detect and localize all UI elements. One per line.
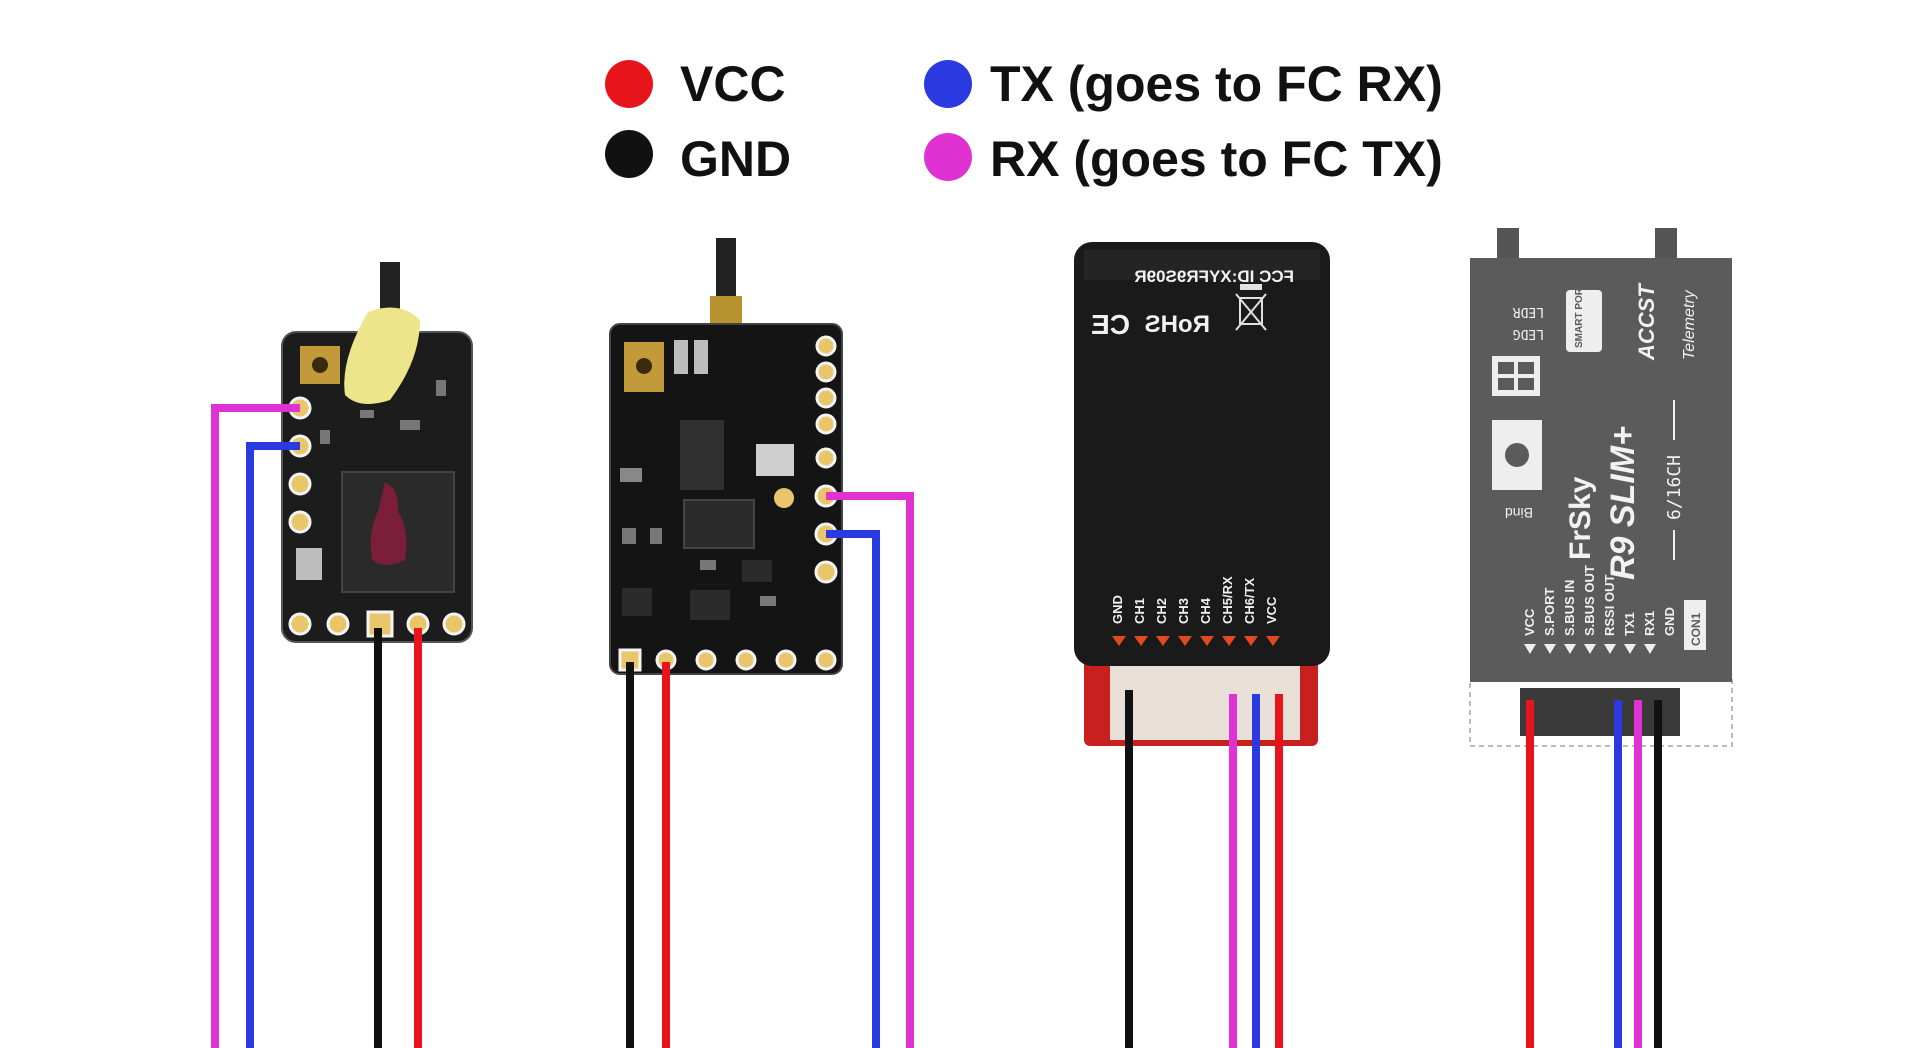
receiver-4-pin-label: S.BUS OUT — [1582, 565, 1597, 636]
rx-swatch-icon — [924, 133, 972, 181]
receiver-3-rohs: RoHS — [1145, 311, 1210, 338]
receiver-4: LEDR LEDG Bind SMART PORT FrSky R9 SLIM+ — [1469, 228, 1733, 1048]
vcc-swatch-icon — [605, 60, 653, 108]
receiver-4-pin-label: RX1 — [1642, 611, 1657, 636]
receiver-3-fcc-id: FCC ID:XYFR9S09R — [1134, 267, 1294, 286]
receiver-1-pad — [442, 612, 466, 636]
receiver-4-pin-arrows — [1524, 644, 1656, 654]
receiver-3-pin-label: CH5/RX — [1220, 576, 1235, 624]
receiver-2-pad — [775, 649, 797, 671]
receiver-2-pad — [695, 649, 717, 671]
receiver-4-pin-label: VCC — [1522, 608, 1537, 636]
legend-vcc-label: VCC — [680, 56, 786, 112]
receiver-4-pin-label: S.BUS IN — [1562, 580, 1577, 636]
receiver-2-chip — [683, 499, 755, 549]
receiver-2-rx-wire — [826, 492, 914, 1048]
receiver-2-pad — [735, 649, 757, 671]
legend-rx-label: RX (goes to FC TX) — [990, 131, 1443, 187]
gnd-swatch-icon — [605, 130, 653, 178]
receiver-1-pad — [288, 510, 312, 534]
receiver-4-pin-label: GND — [1662, 607, 1677, 636]
receiver-2 — [609, 238, 914, 1048]
receiver-1-pad — [288, 612, 312, 636]
receiver-4-led-g: LEDG — [1513, 326, 1544, 341]
receiver-2-pad — [815, 387, 837, 409]
receiver-3-ce: CE — [1091, 309, 1130, 340]
receiver-1-glue — [344, 307, 420, 404]
receiver-4-led-r: LEDR — [1513, 304, 1544, 319]
receiver-4-telemetry: Telemetry — [1681, 289, 1698, 360]
tx-swatch-icon — [924, 60, 972, 108]
legend: VCC GND TX (goes to FC RX) RX (goes to F… — [605, 56, 1443, 187]
receiver-2-pad — [815, 335, 837, 357]
receiver-3-pin-labels: GND CH1 CH2 CH3 CH4 CH5/RX CH6/TX VCC — [1110, 576, 1279, 624]
receiver-4-pin-label: TX1 — [1622, 612, 1637, 636]
receiver-4-smart-port-logo — [1566, 290, 1602, 352]
receiver-4-channels: 6/16CH — [1664, 455, 1685, 520]
receiver-4-pin-label: S.PORT — [1542, 588, 1557, 636]
receiver-2-pad — [815, 413, 837, 435]
receiver-3-pin-label: CH2 — [1154, 598, 1169, 624]
receiver-4-antenna — [1497, 228, 1519, 262]
receiver-2-pad — [815, 649, 837, 671]
receiver-3-pin-label: CH6/TX — [1242, 577, 1257, 624]
receiver-1-pad — [326, 612, 350, 636]
receiver-4-smart-port: SMART PORT — [1574, 282, 1585, 348]
receiver-3-pin-label: VCC — [1264, 596, 1279, 624]
legend-gnd-label: GND — [680, 131, 791, 187]
receiver-1 — [211, 262, 473, 1048]
receiver-4-access: ACCST — [1634, 283, 1659, 361]
receiver-4-pin-labels: VCC S.PORT S.BUS IN S.BUS OUT RSSI OUT T… — [1522, 565, 1677, 636]
receiver-2-antenna — [716, 238, 736, 308]
receiver-3-body — [1074, 242, 1330, 666]
receiver-3-pin-arrows — [1112, 636, 1280, 646]
legend-tx-label: TX (goes to FC RX) — [990, 56, 1443, 112]
receiver-3-pin-label: CH3 — [1176, 598, 1191, 624]
receiver-4-brand: FrSky — [1564, 476, 1597, 560]
receiver-2-pad — [815, 447, 837, 469]
receiver-2-pad — [815, 361, 837, 383]
receiver-1-pad — [288, 472, 312, 496]
receiver-3: FCC ID:XYFR9S09R RoHS CE GND CH1 CH2 CH3… — [1074, 242, 1330, 1048]
receiver-4-antenna — [1655, 228, 1677, 262]
receiver-4-connector — [1520, 688, 1680, 736]
receiver-3-pin-label: CH4 — [1198, 597, 1213, 624]
receiver-3-weee-icon — [1235, 284, 1267, 331]
receiver-4-model: R9 SLIM+ — [1604, 426, 1642, 580]
receiver-4-pin-label: RSSI OUT — [1602, 575, 1617, 636]
receiver-1-rx-wire — [211, 404, 300, 1048]
receiver-3-pin-label: CH1 — [1132, 598, 1147, 624]
receiver-3-pin-label: GND — [1110, 595, 1125, 624]
receiver-4-connector-label: CON1 — [1689, 612, 1703, 646]
receiver-2-tx-wire — [826, 530, 880, 1048]
receiver-2-pad — [814, 560, 838, 584]
receiver-1-tx-wire — [246, 442, 300, 1048]
receiver-4-bind-label: Bind — [1505, 505, 1533, 521]
